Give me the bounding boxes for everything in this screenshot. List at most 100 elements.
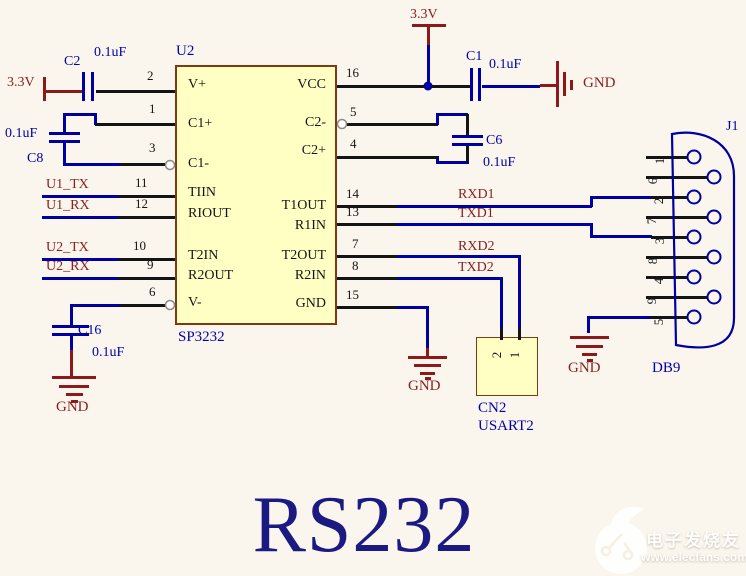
gnd-symbol-bar [408,356,447,359]
capacitor-c6-plate [452,135,483,138]
wire-segment [42,195,118,198]
gnd-symbol-bar [570,80,573,90]
wire-segment [518,328,521,340]
cap-c1-value: 0.1uF [489,57,522,72]
pin-number: 14 [346,186,359,201]
net-label-rxd2: RXD2 [458,239,495,254]
db9-pin-number: 5 [651,318,666,326]
wire-segment [70,336,73,350]
wire-segment [118,195,175,198]
cap-c2-ref: C2 [64,54,81,69]
pin-name: GND [295,296,326,311]
wire-segment [397,223,592,226]
gnd-symbol-bar [414,364,441,367]
wire-segment [70,350,73,377]
wire-segment [118,216,175,219]
wire-segment [337,306,397,309]
capacitor-c16-plate [52,333,89,336]
wire-segment [94,113,97,125]
wire-segment [588,316,650,319]
net-label-u2-tx: U2_TX [46,240,89,255]
wire-segment [63,163,120,166]
db9-pin-number: 4 [651,277,666,285]
db9-pin-number: 1 [652,157,667,165]
wire-segment [590,223,593,237]
pin-number: 9 [147,257,154,272]
wire-segment [518,255,521,330]
wire-segment [436,161,468,164]
wire-segment [436,113,468,116]
net-label-rxd1: RXD1 [458,187,495,202]
wire-segment [500,277,503,330]
wire-segment [337,205,397,208]
db9-pin-number: 8 [645,257,660,265]
pin-name: T1OUT [281,198,326,213]
gnd-symbol-bar [420,372,435,375]
net-label-u1-rx: U1_RX [46,198,90,213]
wire-segment [337,156,438,159]
gnd-symbol-bar [556,61,559,107]
gnd-label-c16: GND [56,399,89,415]
pin-number: 11 [135,175,148,190]
db9-pin-stub [650,316,688,319]
watermark-url: www.elecfans.com [641,550,746,564]
gnd-label-db9: GND [568,360,601,376]
wire-segment [337,223,397,226]
db9-pin-stub [646,276,688,279]
db9-designator: J1 [726,119,739,134]
cap-c6-ref: C6 [486,133,503,148]
pin-number: 4 [350,136,357,151]
wire-segment [436,113,439,125]
gnd-symbol-bar [563,72,566,96]
db9-pin-number: 7 [644,217,659,225]
wire-segment [587,316,590,333]
wire-segment [482,85,540,88]
wire-segment [118,258,175,261]
gnd-symbol-bar [587,359,593,362]
capacitor-c8-plate [49,140,80,143]
cap-c16-ref: C16 [78,323,102,338]
pin-name: C1+ [188,116,213,131]
cap-c6-value: 0.1uF [483,155,516,170]
pin-name: TIIN [188,185,216,200]
pin-number: 10 [133,238,146,253]
capacitor-c2-plate [82,72,85,101]
pin-name: C2+ [301,143,326,158]
capacitor-c6-plate [452,143,483,146]
power-label-3v3-left: 3.3V [7,75,35,90]
wire-segment [466,114,469,136]
cn2-part: USART2 [478,418,534,434]
net-label-txd1: TXD1 [458,206,494,221]
cn2-pin-number: 1 [507,351,522,359]
ic-designator: U2 [176,43,195,59]
capacitor-c8-plate [49,132,80,135]
watermark-logo [595,506,647,574]
db9-pin-number: 6 [645,177,660,185]
watermark-brand: 电子发烧友 [646,531,741,550]
wire-segment [427,45,430,87]
pin-number: 15 [346,287,359,302]
gnd-label-top: GND [583,75,616,91]
wire-segment [337,85,470,88]
capacitor-c1-plate [478,68,481,101]
wire-segment [96,90,175,93]
db9-pin-number: 2 [651,197,666,205]
gnd-symbol-bar [570,336,609,339]
ic-u2-body [175,65,337,325]
pin-name: R1IN [294,218,326,233]
wire-segment [590,196,652,199]
wire-segment [346,123,438,126]
wire-segment [590,235,652,238]
capacitor-c2-plate [91,72,94,101]
wire-segment [337,255,397,258]
wire-segment [95,123,175,126]
pin-name: R2OUT [188,268,234,283]
wire-segment [337,277,397,280]
pin-number: 6 [149,284,156,299]
db9-pin-number: 9 [644,297,659,305]
wire-segment [118,277,175,280]
wire-segment [42,258,118,261]
pin-number: 16 [346,65,359,80]
pin-number: 2 [147,68,154,83]
